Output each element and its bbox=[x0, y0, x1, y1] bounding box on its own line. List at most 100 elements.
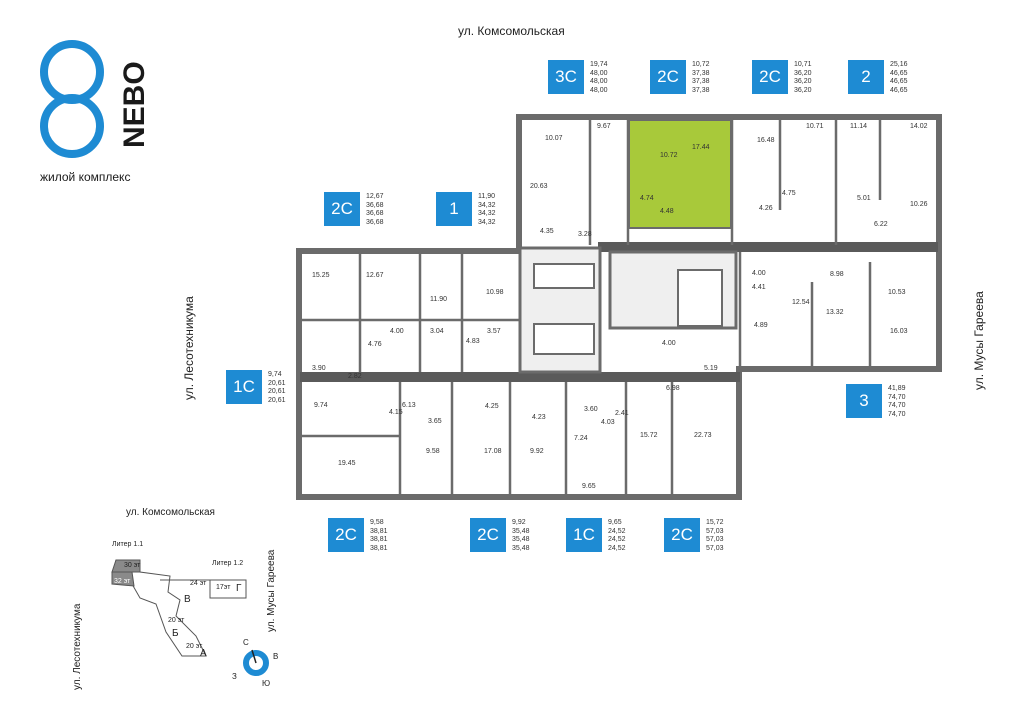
room-area-label: 11.90 bbox=[430, 296, 447, 303]
area-value: 57,03 bbox=[706, 544, 724, 552]
room-area-label: 10.98 bbox=[486, 289, 504, 296]
area-value: 25,16 bbox=[890, 61, 908, 68]
area-value: 20,61 bbox=[268, 379, 286, 387]
apartment-type-badge-2c-a[interactable]: 2С bbox=[650, 60, 686, 94]
room-area-label: 5.01 bbox=[857, 195, 871, 202]
area-value: 20,61 bbox=[268, 396, 286, 404]
apartment-type-badge-3[interactable]: 3 bbox=[846, 384, 882, 418]
area-value: 46,65 bbox=[890, 78, 908, 85]
room-area-label: 4.76 bbox=[368, 341, 382, 348]
site-street-left: ул. Лесотехникума bbox=[72, 603, 83, 690]
apartment-type-badge-1[interactable]: 1 bbox=[436, 192, 472, 226]
room-area-label: 12.67 bbox=[366, 272, 384, 279]
compass-east: В bbox=[273, 652, 279, 661]
site-section-a: А bbox=[200, 648, 207, 659]
room-area-label: 4.41 bbox=[752, 284, 766, 291]
room-area-label: 3.65 bbox=[428, 418, 442, 425]
site-section-g: Г bbox=[236, 583, 242, 594]
room-area-label: 19.45 bbox=[338, 460, 356, 467]
logo-mark bbox=[40, 40, 104, 158]
apartment-type-badge-2c-e[interactable]: 2С bbox=[470, 518, 506, 552]
area-value: 10,71 bbox=[794, 61, 812, 68]
room-area-label: 4.74 bbox=[640, 195, 654, 202]
room-area-label: 10.72 bbox=[660, 152, 678, 159]
apartment-type-badge-2c-d[interactable]: 2С bbox=[328, 518, 364, 552]
site-liter-2: Литер 1.2 bbox=[212, 560, 244, 567]
room-area-label: 4.48 bbox=[660, 208, 674, 215]
area-value: 9,74 bbox=[268, 371, 282, 378]
room-area-label: 17.08 bbox=[484, 448, 502, 455]
site-liter-1: Литер 1.1 bbox=[112, 541, 144, 548]
area-value: 57,03 bbox=[706, 527, 724, 535]
selected-apartment[interactable] bbox=[628, 119, 732, 229]
room-area-label: 16.48 bbox=[757, 137, 775, 144]
area-value: 9,65 bbox=[608, 519, 622, 526]
area-value: 11,90 bbox=[478, 193, 495, 200]
area-value: 24,52 bbox=[608, 544, 626, 552]
area-value: 46,65 bbox=[890, 86, 908, 94]
area-value: 34,32 bbox=[478, 210, 496, 217]
area-value: 36,68 bbox=[366, 201, 384, 209]
apartment-type-badge-2c-b[interactable]: 2С bbox=[752, 60, 788, 94]
room-area-label: 14.02 bbox=[910, 123, 928, 130]
room-area-label: 12.54 bbox=[792, 299, 810, 306]
area-value: 36,20 bbox=[794, 86, 812, 94]
area-value: 34,32 bbox=[478, 201, 496, 209]
room-area-label: 10.26 bbox=[910, 201, 928, 208]
room-area-label: 4.23 bbox=[532, 414, 546, 421]
room-area-label: 4.83 bbox=[466, 338, 480, 345]
area-value: 74,70 bbox=[888, 402, 906, 409]
site-section-b: Б bbox=[172, 628, 179, 639]
site-street-top: ул. Комсомольская bbox=[126, 507, 215, 518]
area-value: 35,48 bbox=[512, 536, 530, 543]
room-area-label: 10.07 bbox=[545, 135, 563, 142]
site-floors-20b: 20 эт bbox=[186, 643, 203, 650]
brand-tagline: жилой комплекс bbox=[40, 170, 131, 184]
brand-name: NEBO bbox=[118, 40, 151, 150]
area-value: 38,81 bbox=[370, 527, 388, 535]
area-value: 37,38 bbox=[692, 69, 710, 77]
room-area-label: 15.25 bbox=[312, 272, 330, 279]
apartment-type-badge-2c-c[interactable]: 2С bbox=[324, 192, 360, 226]
site-floors-30: 30 эт bbox=[124, 562, 141, 569]
room-area-label: 2.41 bbox=[615, 410, 629, 417]
room-area-label: 3.04 bbox=[430, 328, 444, 335]
room-area-label: 3.28 bbox=[578, 231, 592, 238]
room-area-label: 9.74 bbox=[314, 402, 328, 409]
room-area-label: 8.98 bbox=[830, 271, 844, 278]
area-value: 74,70 bbox=[888, 410, 906, 418]
area-value: 36,20 bbox=[794, 78, 812, 85]
room-area-label: 4.00 bbox=[662, 340, 676, 347]
building-outline bbox=[296, 114, 942, 500]
apartment-type-badge-1c-a[interactable]: 1С bbox=[226, 370, 262, 404]
room-area-label: 6.13 bbox=[402, 402, 416, 409]
apartment-type-badge-2[interactable]: 2 bbox=[848, 60, 884, 94]
area-value: 12,67 bbox=[366, 193, 384, 200]
room-area-label: 5.19 bbox=[704, 365, 718, 372]
room-area-label: 4.00 bbox=[390, 328, 404, 335]
room-area-label: 4.26 bbox=[759, 205, 773, 212]
site-section-v: В bbox=[184, 594, 191, 605]
brand-text: NEBO bbox=[118, 61, 148, 148]
apartment-type-badge-2c-f[interactable]: 2С bbox=[664, 518, 700, 552]
compass-rose bbox=[243, 649, 269, 676]
site-floors-32: 32 эт bbox=[114, 578, 131, 585]
room-area-label: 9.65 bbox=[582, 483, 596, 490]
room-area-label: 7.24 bbox=[574, 435, 588, 442]
room-area-label: 22.73 bbox=[694, 432, 712, 439]
area-value: 37,38 bbox=[692, 78, 710, 85]
room-area-label: 10.53 bbox=[888, 289, 906, 296]
apartment-type-badge-1c-b[interactable]: 1С bbox=[566, 518, 602, 552]
apartment-type-badge-3c[interactable]: 3С bbox=[548, 60, 584, 94]
area-value: 35,48 bbox=[512, 527, 530, 535]
street-top: ул. Комсомольская bbox=[458, 24, 565, 38]
area-value: 36,68 bbox=[366, 210, 384, 217]
